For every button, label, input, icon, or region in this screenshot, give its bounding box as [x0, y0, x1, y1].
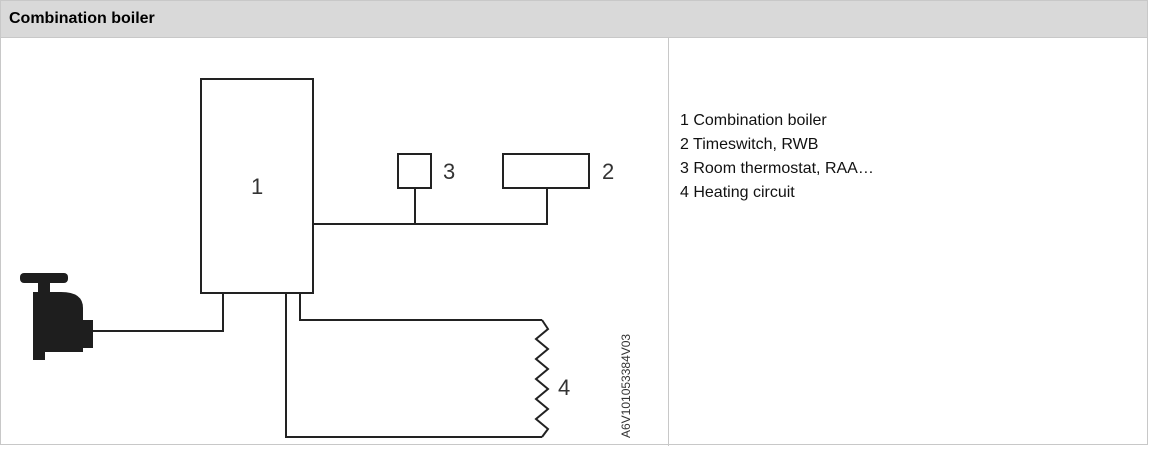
tap-pipe [93, 293, 224, 332]
legend-item: 4 Heating circuit [680, 184, 795, 201]
boiler-diagram: 1 3 2 4 A6V101053384V03 [1, 38, 668, 446]
legend-list: 1 Combination boiler 2 Timeswitch, RWB 3… [680, 109, 874, 205]
boiler-diagram-svg: 1 3 2 4 A6V101053384V03 [20, 78, 633, 438]
table-header: Combination boiler [1, 1, 1147, 38]
legend-item: 3 Room thermostat, RAA… [680, 160, 874, 177]
label-heating-circuit: 4 [558, 375, 570, 400]
label-thermostat: 3 [443, 159, 455, 184]
legend-item: 1 Combination boiler [680, 112, 827, 129]
drawing-code: A6V101053384V03 [619, 334, 633, 438]
header-title: Combination boiler [9, 10, 155, 27]
heating-circuit-zigzag [534, 319, 550, 438]
legend-item: 2 Timeswitch, RWB [680, 136, 819, 153]
heating-flow-pipe [299, 293, 542, 321]
column-divider [668, 38, 669, 446]
tap-icon [20, 273, 93, 360]
timeswitch-box [502, 153, 590, 189]
thermostat-box [397, 153, 432, 189]
boiler-box [200, 78, 314, 294]
label-boiler: 1 [251, 174, 263, 199]
heating-return-pipe [285, 293, 542, 438]
control-wiring [313, 188, 548, 225]
label-timeswitch: 2 [602, 159, 614, 184]
